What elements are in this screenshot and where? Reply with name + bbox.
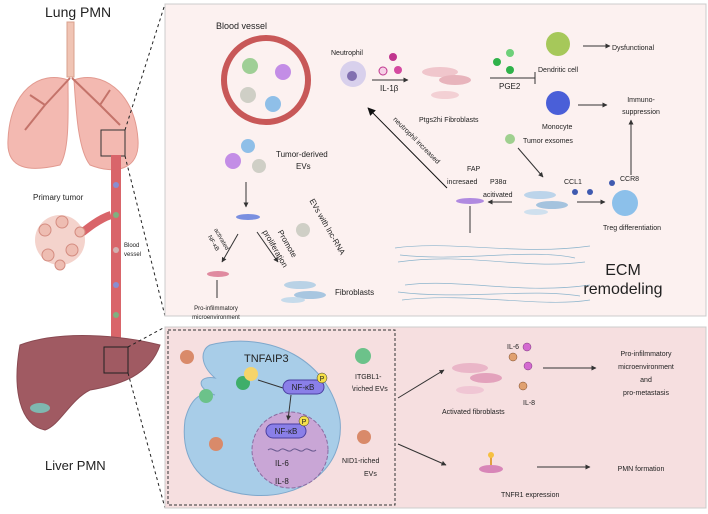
nfkb-cytoplasm <box>282 379 325 395</box>
lung-zoom-lines <box>124 3 166 317</box>
p38-label: P38α <box>490 179 507 186</box>
blood-vessel-title: Blood vessel <box>216 21 267 31</box>
dendritic-cell-label: Dendritic cell <box>538 67 579 74</box>
dendritic-cell <box>546 32 570 56</box>
phospho-badge-2 <box>298 415 310 427</box>
nucleus-il6: IL-6 <box>275 459 289 468</box>
fap-label: FAP <box>467 166 481 173</box>
circulating-evs <box>113 182 119 318</box>
monocyte-label: Monocyte <box>542 124 572 131</box>
tnfr1-cell <box>479 465 503 473</box>
il8-label: IL-8 <box>523 400 535 407</box>
cytokine-molecules <box>508 342 533 391</box>
gallbladder <box>30 403 50 413</box>
ccl1-label: CCL1 <box>564 179 582 186</box>
ecm-fibers <box>394 245 591 303</box>
lung-pmn-title: Lung PMN <box>45 4 111 20</box>
dna-icon <box>267 448 317 452</box>
nfkb-label-2: NF-κB <box>275 427 298 436</box>
right-lung <box>73 77 139 171</box>
monocyte-cell <box>546 91 570 115</box>
itgbl1-label-2: \riched EVs <box>352 386 388 393</box>
tnfaip3-label: TNFAIP3 <box>244 353 289 365</box>
inflammatory-fibroblast <box>207 271 229 277</box>
outcome-3: and <box>640 377 652 384</box>
il6-label: IL-6 <box>507 344 519 351</box>
ecm-label-2: remodeling <box>583 281 662 298</box>
itgbl1-label-1: ITGBL1- <box>355 374 382 381</box>
tumor-exosome <box>505 134 515 144</box>
treg-cell <box>612 190 638 216</box>
outcome-1: Pro-infilmmatory <box>621 351 672 358</box>
increased-label: incresaed <box>447 179 477 186</box>
activated-fibroblasts-cluster <box>452 363 502 394</box>
ccl1-molecules <box>572 180 615 195</box>
tumor-evs-label-2: EVs <box>296 162 311 171</box>
treg-label: Treg differentiation <box>603 225 661 232</box>
pge2-molecules <box>493 49 514 74</box>
ptgs2hi-label: Ptgs2hi Fibroblasts <box>419 117 479 124</box>
trachea <box>66 21 75 78</box>
liver-pmn-title: Liver PMN <box>45 458 106 473</box>
activated-label: acitivated <box>483 192 513 199</box>
outcome-2: microenvironment <box>618 364 674 371</box>
activated-fibroblast-cluster <box>524 191 568 215</box>
liver-pmn-panel: TNFAIP3 NF-κB P NF-κB P IL-6 IL-8 ITGBL1… <box>164 326 707 509</box>
lnc-rna-ev <box>296 223 310 237</box>
anatomy-panel: Lung PMN Primary tumor Blood vessel Live… <box>7 3 166 509</box>
ccr8-label: CCR8 <box>620 176 639 183</box>
blood-vessel-label-1: Blood <box>124 243 139 249</box>
nid1-label-2: EVs <box>364 471 377 478</box>
nucleus-il8: IL-8 <box>275 477 289 486</box>
phospho-badge-1 <box>316 372 328 384</box>
fibroblasts-label: Fibroblasts <box>335 288 374 297</box>
blood-vessel-label-2: vessel <box>124 252 141 258</box>
pro-inflammatory-1: Pro-infilmmatory <box>194 306 238 312</box>
liver-zoom-lines <box>127 326 166 509</box>
dysfunctional-label: Dysfunctional <box>612 45 654 52</box>
ecm-label-1: ECM <box>605 262 641 279</box>
neutrophil-label: Neutrophil <box>331 50 363 57</box>
liver <box>16 335 161 431</box>
hepatocyte-inset <box>167 329 396 506</box>
pmn-formation-label: PMN formation <box>618 466 665 473</box>
inhibition-line <box>490 72 536 84</box>
phospho-label-2: P <box>302 419 307 426</box>
tumor-evs-label-1: Tumor-derived <box>276 150 328 159</box>
tumor-evs <box>225 139 266 173</box>
activated-fibroblasts-label: Activated fibroblasts <box>442 409 505 416</box>
il1b-molecules <box>378 53 402 76</box>
left-lung <box>7 77 69 169</box>
fibroblasts-cluster <box>281 281 326 303</box>
nfkb-nucleus <box>265 423 307 439</box>
tumor-exosomes-label: Tumor exsomes <box>523 138 573 145</box>
nfkb-label-1: NF-κB <box>292 383 315 392</box>
bronchi <box>24 77 121 131</box>
liver-evs <box>180 348 371 451</box>
fibroblast-cell <box>236 214 260 220</box>
lung-pmn-panel: Blood vessel Tumor-derived EVs NF-κB act… <box>164 3 707 321</box>
fap-fibroblast <box>456 198 484 204</box>
phospho-label-1: P <box>320 376 325 383</box>
nid1-label-1: NID1-riched <box>342 458 379 465</box>
immuno-label-2: suppression <box>622 109 660 116</box>
primary-tumor-label: Primary tumor <box>33 193 84 202</box>
vessel-evs <box>240 58 291 112</box>
primary-tumor-cluster <box>35 215 86 271</box>
tnfr1-receptor <box>488 452 494 458</box>
ptgs2hi-fibroblasts <box>422 67 471 99</box>
blood-vessel-ring <box>221 35 311 125</box>
nucleus <box>251 411 329 489</box>
pge2-label: PGE2 <box>499 82 521 91</box>
liver-zoom-box <box>103 346 129 374</box>
il1b-label: IL-1β <box>380 84 399 93</box>
outcome-4: pro-metastasis <box>623 390 669 397</box>
tnfaip3-protein <box>244 367 258 381</box>
immuno-label-1: Immuno- <box>627 97 655 104</box>
blood-vessel-tube <box>111 155 121 355</box>
pro-inflammatory-2: microenvironment <box>192 315 240 321</box>
tnfr1-label: TNFR1 expression <box>501 492 559 499</box>
